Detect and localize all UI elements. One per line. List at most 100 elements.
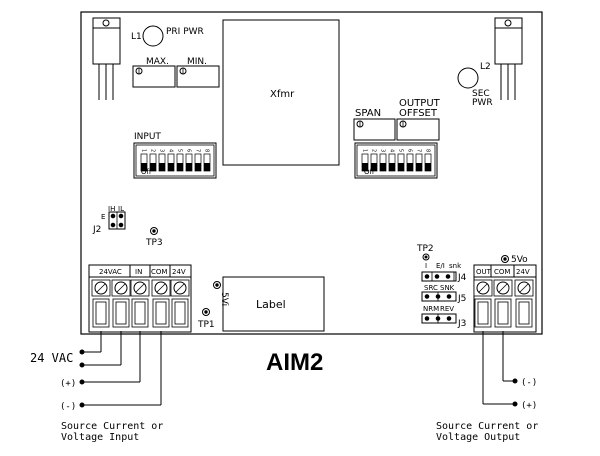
- l1-label: L1: [131, 32, 142, 42]
- right-screw-terminal-3[interactable]: [514, 279, 534, 328]
- vac-24-label: 24 VAC: [30, 351, 73, 365]
- left-terminal-24vac-header: 24VAC: [99, 268, 122, 276]
- right-terminal-24v-header: 24V: [516, 268, 530, 276]
- voltage-regulator-left: [92, 17, 121, 100]
- j3-label: J3: [457, 319, 466, 329]
- input-dip-slot-1[interactable]: [140, 153, 148, 172]
- right-terminal-com-header: COM: [494, 268, 510, 276]
- max-pot-label: MAX.: [146, 57, 169, 67]
- minus-right-label: (-): [521, 378, 537, 388]
- right-terminal-out-header: OUT: [476, 268, 492, 276]
- right-screw-terminal-2[interactable]: [493, 279, 513, 328]
- source-output-label-1: Source Current or: [436, 421, 538, 432]
- input-dip-slot-5[interactable]: [176, 153, 184, 172]
- transformer-label: Xfmr: [270, 89, 295, 100]
- output-dip-number-8: 8: [425, 149, 431, 152]
- output-dip-slot-8[interactable]: [424, 153, 432, 172]
- input-dip-slot-6[interactable]: [185, 153, 193, 172]
- wiring-left: [82, 331, 162, 406]
- input-dip-slot-2[interactable]: [149, 153, 157, 172]
- plus-right-label: (+): [521, 401, 537, 411]
- j5-label: J5: [457, 294, 466, 304]
- tp2-testpoint: [422, 253, 430, 261]
- left-screw-terminal-3[interactable]: [130, 279, 150, 328]
- j2-jumper[interactable]: [108, 211, 126, 230]
- j3-jumper[interactable]: [421, 313, 457, 324]
- left-screw-terminal-5[interactable]: [170, 279, 190, 328]
- left-screw-terminal-1[interactable]: [91, 279, 111, 328]
- j2-label: J2: [92, 225, 101, 235]
- voltage-regulator-right: [494, 17, 523, 100]
- tp2-label: TP2: [416, 244, 434, 254]
- tp1-testpoint: [202, 308, 210, 316]
- l2-label: L2: [480, 62, 491, 72]
- input-dip-number-1: 1: [141, 149, 147, 152]
- j2-il-label: IL: [118, 205, 124, 213]
- j4-ei-label: E/I: [436, 262, 445, 270]
- tp1-label: TP1: [197, 320, 215, 330]
- output-dip-slot-2[interactable]: [370, 153, 378, 172]
- label-area-text: Label: [256, 298, 286, 311]
- j5-snk-label: SNK: [440, 284, 455, 292]
- input-dip-slot-3[interactable]: [158, 153, 166, 172]
- max-pot[interactable]: [132, 65, 176, 88]
- board-title: AIM2: [266, 349, 323, 376]
- min-pot-label: MIN.: [187, 57, 207, 67]
- j5-jumper[interactable]: [421, 291, 457, 302]
- wire-end-24vac-1: [79, 349, 85, 355]
- tp3-testpoint: [150, 227, 158, 235]
- 5vi-testpoint: [213, 281, 221, 289]
- output-dip-slot-5[interactable]: [397, 153, 405, 172]
- left-terminal-in-header: IN: [135, 268, 142, 276]
- output-dip-number-2: 2: [371, 149, 377, 152]
- wire-end-plus-right: [512, 401, 518, 407]
- j4-snk-label: snk: [449, 262, 462, 270]
- j4-jumper[interactable]: [421, 271, 457, 282]
- wire-end-plus-left: [79, 379, 85, 385]
- input-dip-number-8: 8: [204, 149, 210, 152]
- left-terminal-24v-header: 24V: [172, 268, 186, 276]
- output-dip-slot-3[interactable]: [379, 153, 387, 172]
- j4-label: J4: [457, 273, 467, 283]
- 5vo-testpoint: [501, 255, 509, 263]
- span-pot[interactable]: [353, 118, 396, 141]
- input-dip-slot-7[interactable]: [194, 153, 202, 172]
- terminal-block-right: [473, 264, 537, 333]
- output-offset-pot-screw-icon: [399, 120, 407, 128]
- source-input-label-1: Source Current or: [61, 421, 163, 432]
- right-screw-terminal-1[interactable]: [473, 279, 493, 328]
- input-dip-label: INPUT: [134, 132, 161, 142]
- transformer: [222, 19, 340, 166]
- j2-e-label: E: [101, 213, 105, 221]
- span-pot-label: SPAN: [355, 108, 381, 119]
- left-screw-terminal-2[interactable]: [111, 279, 131, 328]
- output-dip-slot-7[interactable]: [415, 153, 423, 172]
- j3-nrm-label: NRM: [423, 305, 439, 313]
- l1-led: [142, 25, 164, 47]
- input-dip-slot-8[interactable]: [203, 153, 211, 172]
- minus-left-label: (-): [60, 402, 76, 412]
- left-terminal-com-header: COM: [151, 268, 167, 276]
- wiring-right: [482, 331, 515, 405]
- output-dip-slot-1[interactable]: [361, 153, 369, 172]
- output-dip-slot-6[interactable]: [406, 153, 414, 172]
- span-pot-screw-icon: [356, 120, 364, 128]
- output-dip-slot-4[interactable]: [388, 153, 396, 172]
- input-dip-off-label: Off: [141, 168, 152, 176]
- min-pot-screw-icon: [179, 67, 187, 75]
- output-offset-pot[interactable]: [396, 118, 440, 141]
- input-dip-slot-4[interactable]: [167, 153, 175, 172]
- min-pot[interactable]: [176, 65, 220, 88]
- j2-ih-label: IH: [108, 205, 115, 213]
- wire-end-minus-right: [512, 378, 518, 384]
- left-screw-terminal-4[interactable]: [151, 279, 171, 328]
- input-dip-number-7: 7: [195, 149, 201, 152]
- output-dip-number-3: 3: [380, 149, 386, 152]
- 5vi-label: 5Vi: [219, 292, 229, 306]
- tp3-label: TP3: [145, 238, 163, 248]
- label-area: [222, 276, 325, 332]
- source-input-label-2: Voltage Input: [61, 432, 139, 443]
